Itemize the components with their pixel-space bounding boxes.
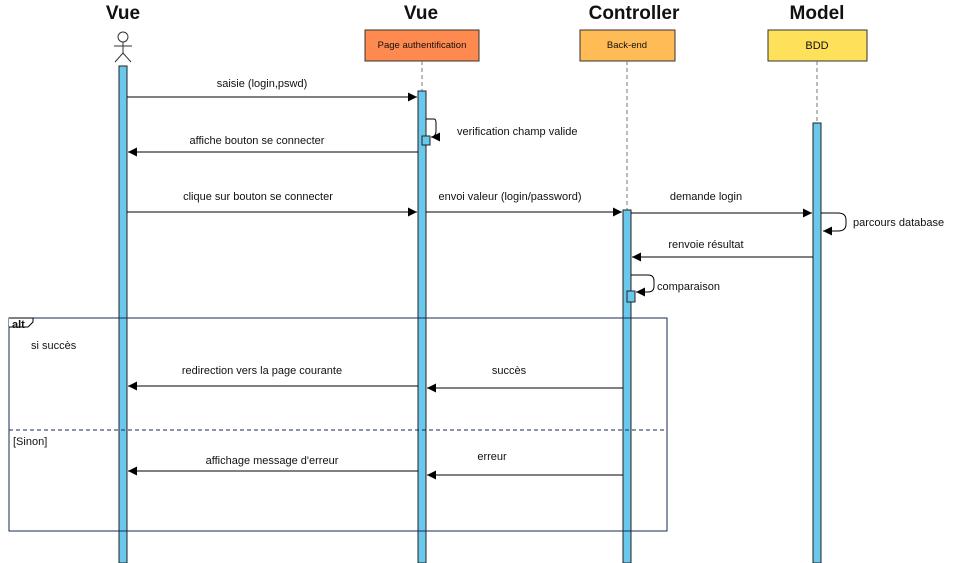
self-message-arrow-verification [426, 118, 440, 142]
column-title-vue-1: Vue [106, 3, 140, 24]
column-title-model: Model [790, 3, 845, 24]
message-label-erreur: erreur [477, 451, 507, 463]
alt-fragment-tab [9, 317, 34, 328]
message-label-parcours: parcours database [853, 217, 944, 229]
message-label-saisie: saisie (login,pswd) [217, 78, 307, 90]
activation-bar-page-authentification [417, 90, 427, 563]
nested-activation-page-authentification [421, 135, 431, 146]
message-label-comparaison: comparaison [657, 281, 720, 293]
column-title-vue-2: Vue [404, 3, 438, 24]
alt-guard-sinon: [Sinon] [13, 436, 47, 448]
participant-label-page-authentification: Page authentification [378, 40, 467, 51]
message-label-affichage-erreur: affichage message d'erreur [206, 455, 339, 467]
alt-operator-label: alt [12, 319, 25, 331]
message-label-envoi-valeur: envoi valeur (login/password) [438, 191, 581, 203]
participant-box-back-end [579, 29, 676, 62]
activation-bar-back-end [622, 209, 632, 563]
message-label-verification: verification champ valide [457, 126, 577, 138]
self-message-arrow-comparaison [631, 274, 655, 297]
message-label-demande-login: demande login [670, 191, 742, 203]
self-message-arrow-parcours [821, 212, 847, 236]
activation-bar-vue [118, 65, 128, 563]
nested-activation-back-end [626, 290, 636, 303]
participant-label-bdd: BDD [805, 40, 828, 52]
message-label-succes: succès [492, 365, 527, 377]
participant-box-page-authentification [364, 29, 480, 62]
actor-icon [114, 31, 132, 63]
participant-box-bdd [767, 29, 868, 62]
activation-bar-bdd [812, 122, 822, 563]
message-label-redirection: redirection vers la page courante [182, 365, 342, 377]
message-label-renvoie-resultat: renvoie résultat [668, 239, 743, 251]
participant-label-back-end: Back-end [607, 40, 647, 51]
alt-guard-success: si succès [31, 340, 77, 352]
alt-fragment [8, 317, 668, 532]
message-label-clique-bouton: clique sur bouton se connecter [183, 191, 333, 203]
column-title-controller: Controller [589, 3, 680, 24]
message-label-affiche-bouton: affiche bouton se connecter [190, 135, 325, 147]
